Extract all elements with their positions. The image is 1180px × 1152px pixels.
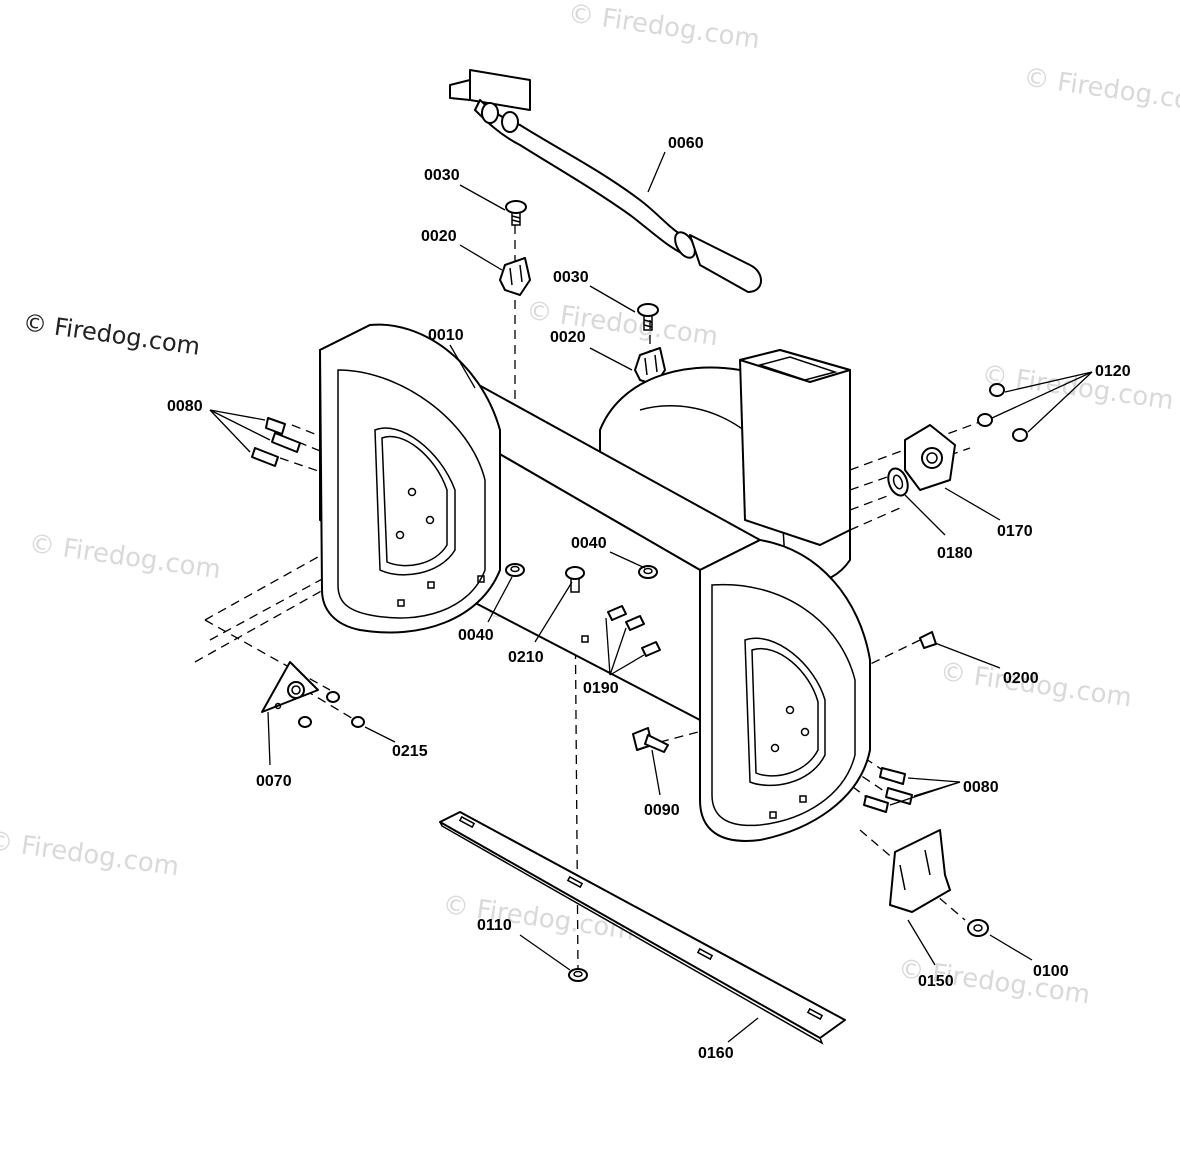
watermark-text: © Firedog.com (1022, 63, 1180, 120)
part-labels: 0060 0030 0020 0030 0020 0010 0080 0120 … (167, 135, 1131, 1062)
screw-0030-left (505, 200, 527, 226)
label-0040: 0040 (571, 535, 607, 552)
scraper-bar-0160 (439, 811, 846, 1045)
bearing-flange-0070 (261, 661, 319, 713)
carriage-bolt-0210 (565, 566, 585, 593)
label-0110: 0110 (477, 917, 512, 934)
handle-rod-0060 (449, 69, 762, 293)
label-0080: 0080 (963, 779, 999, 796)
plug-0200 (919, 631, 937, 649)
watermark-text: © Firedog.com (27, 529, 223, 586)
label-0200: 0200 (1003, 670, 1039, 687)
label-0210: 0210 (508, 649, 544, 666)
watermark-text: © Firedog.com (0, 826, 181, 883)
nut-0110 (568, 968, 588, 982)
label-0010: 0010 (428, 327, 464, 344)
bearing-0180 (887, 467, 909, 497)
label-0020: 0020 (550, 329, 586, 346)
label-0160: 0160 (698, 1045, 734, 1062)
label-0100: 0100 (1033, 963, 1069, 980)
bolt-0090 (632, 727, 669, 753)
bolts-0080-left (251, 417, 301, 467)
nut-0040-left (505, 563, 525, 577)
label-0030: 0030 (424, 167, 460, 184)
leader-lines (209, 151, 1093, 1043)
label-0060: 0060 (668, 135, 704, 152)
label-0170: 0170 (997, 523, 1033, 540)
nut-0040-right (638, 565, 658, 579)
label-0180: 0180 (937, 545, 973, 562)
bolts-0080-right (863, 767, 913, 813)
nuts-0215 (298, 691, 365, 728)
label-0070: 0070 (256, 773, 292, 790)
auger-housing-0010 (319, 323, 871, 842)
label-0090: 0090 (644, 802, 680, 819)
label-0030: 0030 (553, 269, 589, 286)
label-0120: 0120 (1095, 363, 1131, 380)
label-0190: 0190 (583, 680, 619, 697)
screw-0030-right (637, 303, 659, 331)
clip-0020-left (499, 257, 531, 296)
flange-0170 (904, 424, 956, 491)
label-0040: 0040 (458, 627, 494, 644)
bolts-0190 (607, 605, 661, 657)
label-0080: 0080 (167, 398, 203, 415)
watermark-text: © Firedog.com (980, 360, 1176, 417)
label-0020: 0020 (421, 228, 457, 245)
label-0215: 0215 (392, 743, 428, 760)
nuts-0120 (977, 383, 1028, 442)
nut-0100 (967, 919, 989, 937)
watermark-main: © Firedog.com (21, 308, 202, 361)
label-0150: 0150 (918, 973, 954, 990)
skid-shoe-0150 (889, 829, 951, 913)
watermark-text: © Firedog.com (566, 0, 762, 55)
